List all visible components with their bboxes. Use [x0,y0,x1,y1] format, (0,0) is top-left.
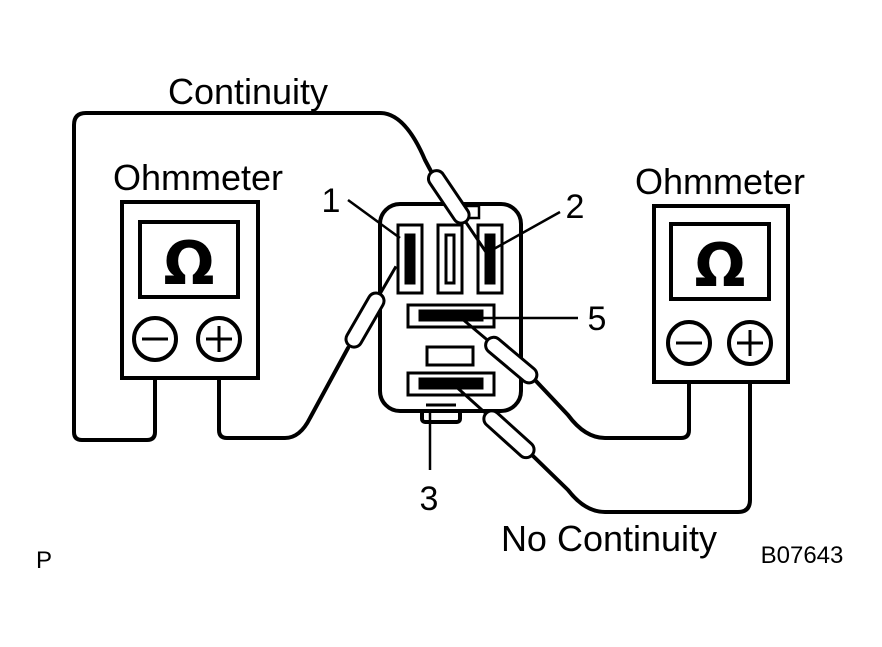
wire-left-plus [217,346,350,440]
right-ohmmeter-label: Ohmmeter [635,161,805,202]
right-ohmmeter: Ω [652,204,790,384]
terminal-3-blade [418,377,484,390]
pin-1-label: 1 [322,182,341,220]
wire-right-minus [533,378,691,440]
probe-terminal-5 [458,315,539,385]
no-continuity-label: No Continuity [501,518,717,559]
probe-terminal-3 [456,386,536,460]
probe-terminal-1 [344,265,398,349]
left-omega-icon: Ω [163,229,214,299]
probe-terminal-2 [426,169,489,255]
leader-1 [347,198,401,240]
pin-2-label: 2 [566,188,585,226]
figure-code-label: B07643 [761,542,844,569]
page-code-label: P [36,547,52,574]
left-ohmmeter-label: Ohmmeter [113,157,283,198]
continuity-label: Continuity [168,71,328,112]
terminal-2-blade [484,233,496,285]
wire-continuity-loop [72,111,435,442]
terminal-5-blade [418,309,484,322]
terminal-center-blade [444,233,456,285]
relay [378,202,523,424]
pin-5-label: 5 [588,300,607,338]
terminal-middle-slot [425,345,475,367]
wire-no-continuity [530,380,752,514]
probes [344,169,539,460]
wires [72,111,752,514]
pin-3-label: 3 [420,480,439,518]
left-ohmmeter-display [138,220,240,299]
right-ohmmeter-display [669,222,771,301]
terminal-1-blade [404,233,416,285]
right-omega-icon: Ω [694,231,745,301]
leader-lines [347,198,578,470]
leader-2 [491,210,561,252]
left-ohmmeter: Ω [120,200,260,380]
